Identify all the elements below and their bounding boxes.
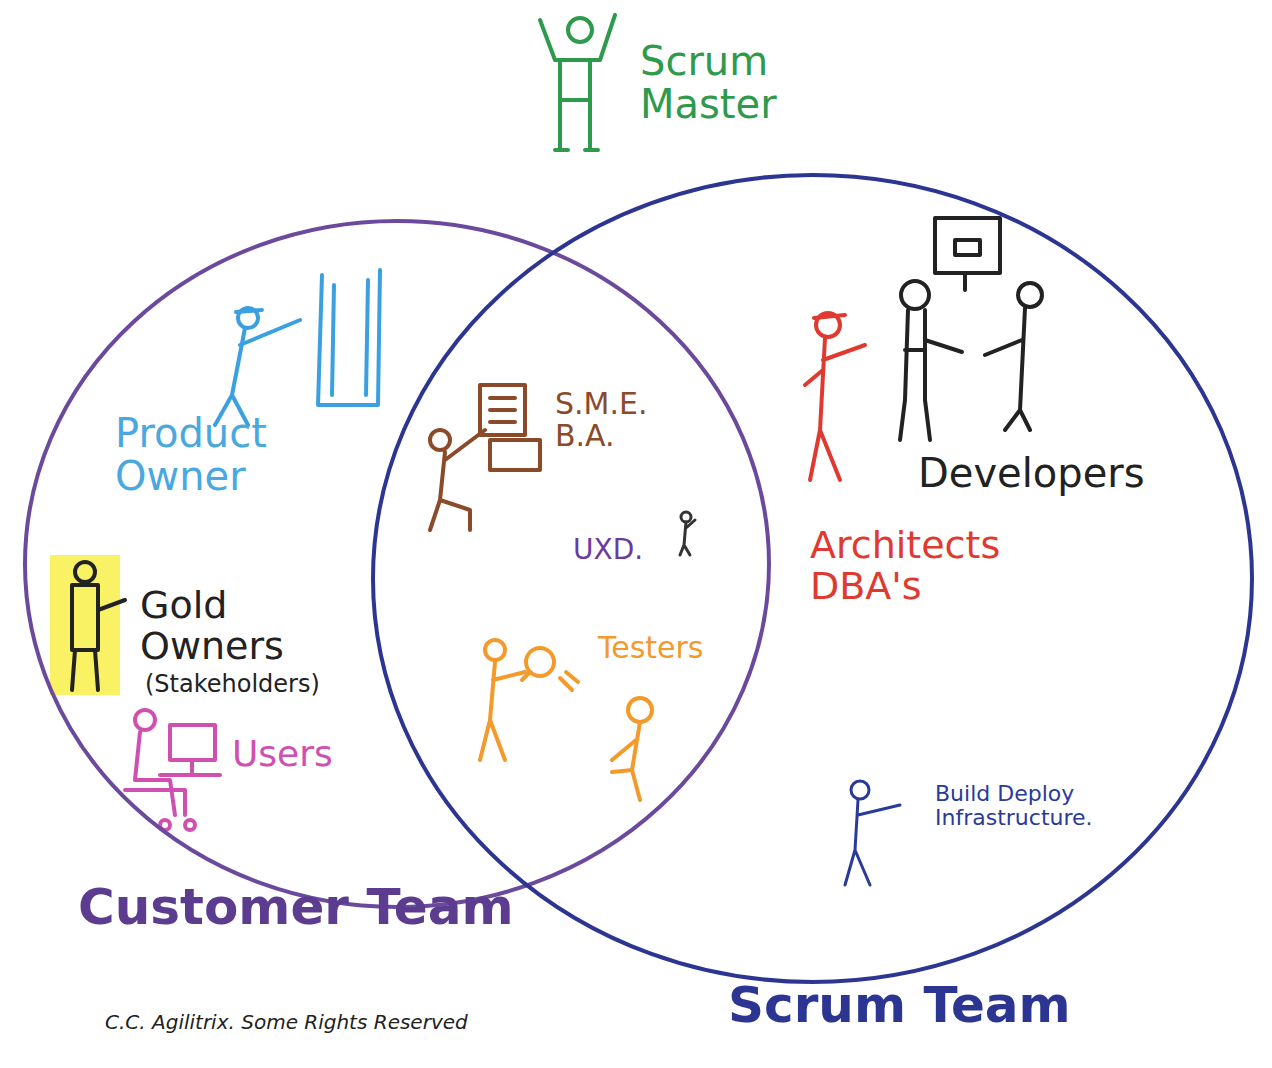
role-label: Product Owner: [115, 412, 315, 498]
figure-body: [480, 662, 525, 760]
team-circle: Customer TeamProduct OwnerGold Owners(St…: [22, 218, 772, 910]
product-owner-figure: [215, 270, 380, 425]
role-label: Testers: [598, 632, 704, 664]
figure-body: [72, 585, 125, 690]
figure-body: [430, 430, 485, 530]
highlight: [50, 555, 120, 695]
figure-body: [612, 722, 640, 800]
figure-head: [1018, 283, 1042, 307]
role-label: Gold Owners: [140, 585, 310, 667]
figure-head: [628, 698, 652, 722]
wheel: [185, 820, 195, 830]
circle-outline-shape: [373, 175, 1252, 982]
role-label: Developers: [918, 452, 1145, 495]
figure-head: [485, 640, 505, 660]
monitor-stand: [955, 240, 980, 290]
figure-head: [681, 512, 691, 522]
figure-head: [901, 281, 929, 309]
circle-outline: [22, 218, 772, 910]
figure-body: [985, 308, 1030, 430]
figure-arms: [540, 15, 615, 60]
desk-chair: [125, 760, 220, 815]
gold-owner-figure: [50, 555, 125, 695]
role-label: Users: [232, 735, 333, 774]
role-label: Architects DBA's: [810, 525, 1070, 607]
build-figure: [845, 781, 900, 885]
architect-figure: [805, 313, 865, 480]
scrum-master-figure: [540, 15, 615, 150]
team-circle: Scrum TeamDevelopersArchitects DBA'sBuil…: [370, 172, 1255, 985]
computer-tower: [490, 398, 540, 470]
uxd-figure: [680, 512, 695, 555]
team-name: Scrum Team: [728, 978, 1071, 1032]
role-label: (Stakeholders): [145, 672, 320, 698]
magnifier-handle: [522, 672, 578, 690]
team-name: Customer Team: [78, 880, 514, 934]
figure-cap: [814, 315, 845, 318]
figure-head: [430, 430, 450, 450]
figure-head: [851, 781, 869, 799]
role-label: UXD.: [573, 535, 643, 565]
figure-head: [75, 562, 95, 582]
caption: C.C. Agilitrix. Some Rights Reserved: [105, 1012, 468, 1034]
role-label: S.M.E. B.A.: [555, 388, 675, 453]
board: [318, 270, 380, 405]
figure-body: [845, 800, 900, 885]
monitor: [170, 725, 215, 760]
figure-cap: [236, 310, 262, 312]
figure-body: [680, 520, 695, 555]
figure-head: [135, 710, 155, 730]
figure-head: [568, 18, 592, 42]
figure-body: [805, 338, 865, 480]
developers-figures: [900, 218, 1042, 440]
figure-body: [900, 310, 962, 440]
sme-figure: [430, 385, 540, 530]
circle-outline-shape: [25, 221, 769, 907]
role-label: Build Deploy Infrastructure.: [935, 782, 1085, 830]
monitor: [935, 218, 1000, 273]
figure-body: [215, 320, 300, 425]
figure-body: [555, 60, 598, 150]
role-label: Scrum Master: [640, 40, 810, 126]
